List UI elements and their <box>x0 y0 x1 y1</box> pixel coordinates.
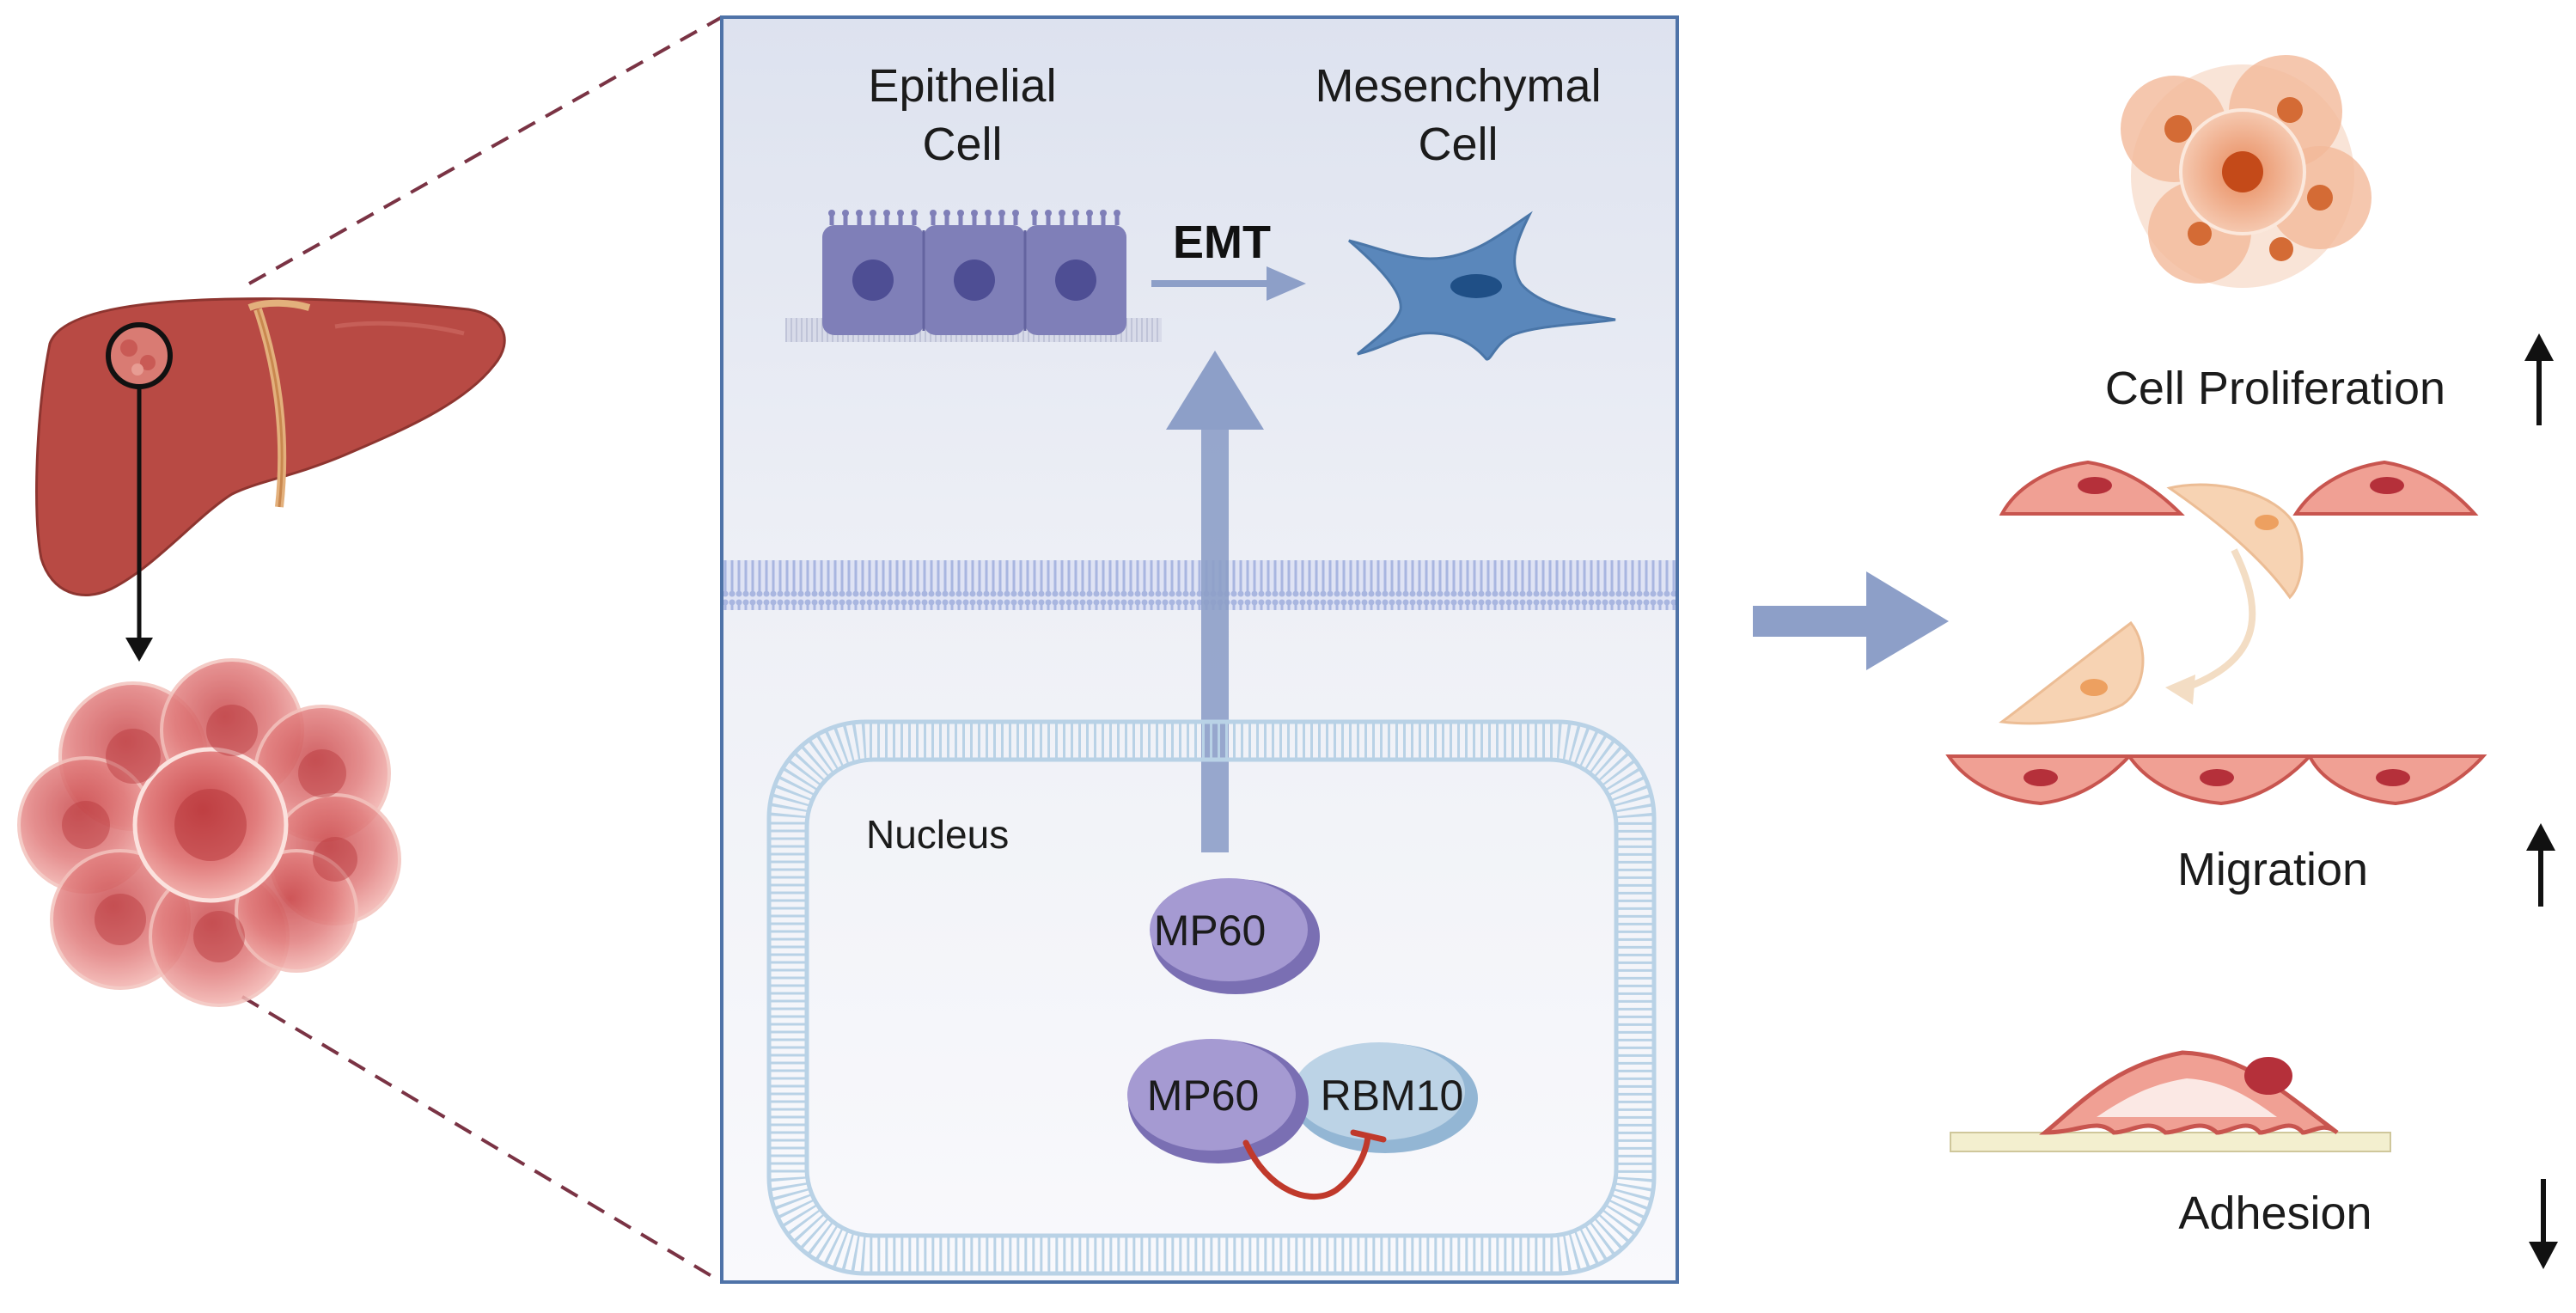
result-arrow <box>1753 571 1949 670</box>
epithelial-cell-label-line1: Epithelial <box>868 60 1056 112</box>
mesenchymal-cell-illustration <box>1348 211 1616 361</box>
nuclear-membrane <box>766 719 1657 1276</box>
tumor-cluster-illustration <box>17 658 401 1007</box>
mesenchymal-cell-label-line2: Cell <box>1418 119 1498 170</box>
mp60-bound-protein <box>1127 1039 1309 1163</box>
central-mechanism-panel: Epithelial Cell Mesenchymal Cell EMT Nuc… <box>720 15 1679 1284</box>
zoom-guide-lines <box>241 15 723 1284</box>
proliferation-increase-arrow <box>2524 333 2554 425</box>
adhesion-decrease-arrow <box>2529 1179 2558 1269</box>
nucleus-label: Nucleus <box>866 812 1009 857</box>
mp60-protein <box>1150 878 1320 994</box>
cell-membrane <box>723 560 1676 610</box>
mesenchymal-cell-label-line1: Mesenchymal <box>1315 60 1601 112</box>
adhesion-illustration <box>1950 1050 2391 1152</box>
inhibition-symbol <box>1242 1129 1387 1200</box>
signal-up-arrow <box>1166 351 1264 852</box>
mp60-label: MP60 <box>1154 907 1267 955</box>
epithelial-cell-illustration <box>785 210 1162 342</box>
mp60-bound-label: MP60 <box>1147 1072 1260 1120</box>
tumor-site-marker <box>106 322 173 389</box>
liver-illustration <box>35 297 506 662</box>
emt-label: EMT <box>1173 217 1271 268</box>
migration-increase-arrow <box>2526 823 2555 907</box>
cell-proliferation-label: Cell Proliferation <box>2105 363 2445 414</box>
rbm10-label: RBM10 <box>1321 1072 1464 1120</box>
migration-label: Migration <box>2177 844 2368 895</box>
emt-arrow <box>1151 266 1306 301</box>
rbm10-protein <box>1292 1042 1478 1153</box>
proliferation-spheroid-illustration <box>2121 55 2372 288</box>
adhesion-label: Adhesion <box>2178 1188 2372 1239</box>
epithelial-cell-label-line2: Cell <box>922 119 1002 170</box>
migration-illustration <box>1945 460 2487 806</box>
